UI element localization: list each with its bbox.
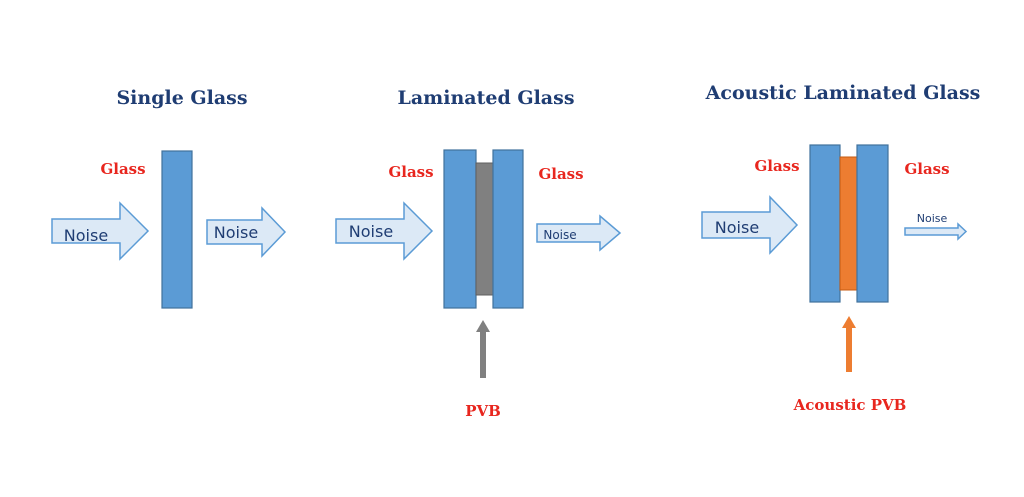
noise-out-arrow: [206, 206, 287, 258]
glass-label: Glass: [100, 160, 145, 178]
glass-label-left: Glass: [754, 157, 799, 175]
glass-pane-left: [443, 149, 477, 309]
panel-laminated-glass: Laminated Glass Glass Glass Noise Noise …: [335, 87, 622, 420]
glass-label-right: Glass: [904, 160, 949, 178]
noise-out-label: Noise: [214, 223, 258, 242]
pvb-pointer-arrow: [476, 320, 490, 378]
interlayer-label: Acoustic PVB: [793, 396, 907, 414]
noise-in-arrow: [51, 201, 150, 261]
panel-title: Acoustic Laminated Glass: [705, 82, 981, 104]
acoustic-pvb-pointer-arrow: [842, 316, 856, 372]
pvb-interlayer: [475, 162, 494, 296]
noise-in-label: Noise: [715, 218, 759, 237]
panel-title: Single Glass: [116, 87, 247, 109]
noise-in-label: Noise: [64, 226, 108, 245]
glass-pane-left: [809, 144, 841, 303]
glass-pane-right: [492, 149, 524, 309]
noise-in-arrow: [335, 201, 434, 261]
noise-out-arrow: [904, 222, 968, 241]
glass-pane: [161, 150, 193, 309]
noise-out-label: Noise: [917, 212, 948, 225]
panel-acoustic-laminated-glass: Acoustic Laminated Glass Glass Glass Noi…: [701, 82, 981, 414]
noise-in-label: Noise: [349, 222, 393, 241]
glass-label-left: Glass: [388, 163, 433, 181]
glass-pane-right: [856, 144, 889, 303]
panel-title: Laminated Glass: [397, 87, 574, 109]
noise-out-arrow: [536, 214, 622, 252]
acoustic-pvb-interlayer: [839, 156, 858, 291]
interlayer-label: PVB: [465, 402, 501, 420]
glass-label-right: Glass: [538, 165, 583, 183]
noise-out-label: Noise: [543, 228, 576, 242]
noise-in-arrow: [701, 195, 799, 255]
panel-single-glass: Single Glass Glass Noise Noise: [51, 87, 287, 309]
